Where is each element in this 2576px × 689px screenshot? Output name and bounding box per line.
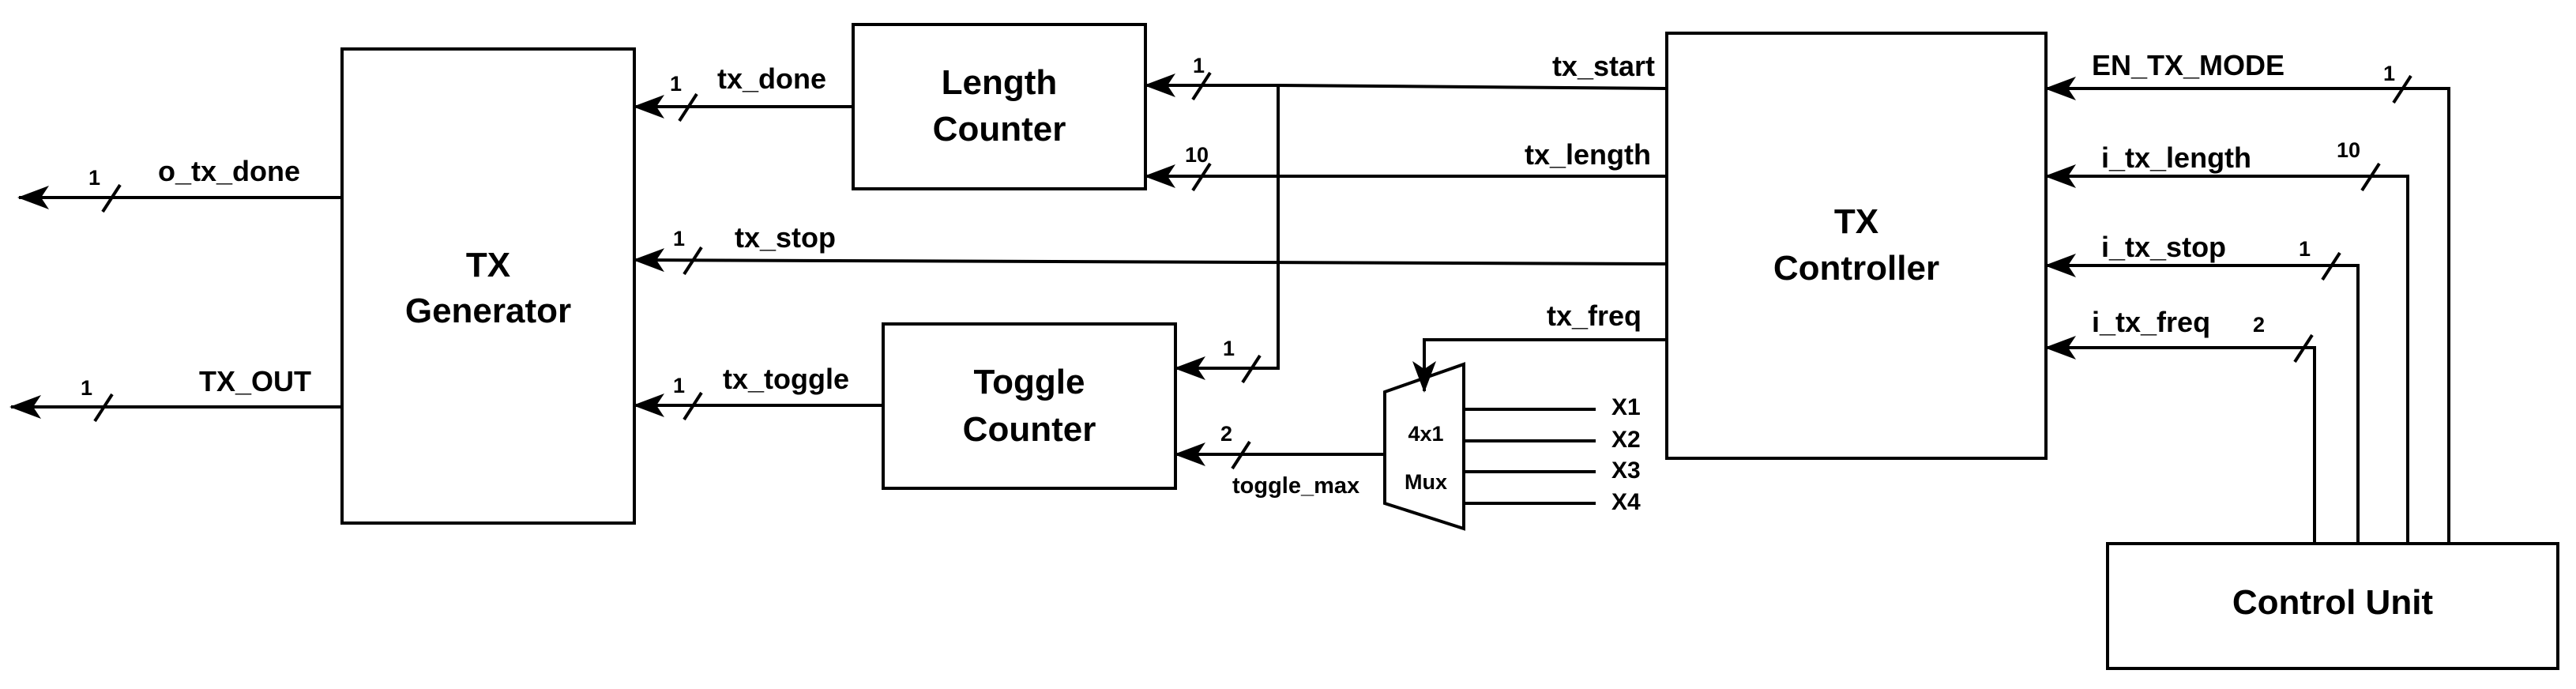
mux-input-x1: X1 [1611,394,1641,420]
wire-tx-done: 1 tx_done [633,62,853,122]
label-tx-start: tx_start [1552,50,1655,82]
wire-i-tx-stop: 1 i_tx_stop [2044,231,2360,544]
control-unit-block: Control Unit [2106,542,2559,670]
wire-i-tx-length: 10 i_tx_length [2044,138,2409,544]
tx-controller-label-line2: Controller [1773,249,1939,288]
width-tx-toggle: 1 [673,374,685,397]
label-o-tx-done: o_tx_done [158,155,300,187]
width-i-tx-length: 10 [2337,138,2360,162]
label-tx-out: TX_OUT [199,365,311,397]
mux-label-line2: Mux [1405,470,1447,494]
width-tx-length: 10 [1185,143,1209,167]
width-tx-start: 1 [1193,54,1205,77]
label-i-tx-freq: i_tx_freq [2092,306,2210,338]
width-en-tx-mode: 1 [2383,62,2395,85]
label-tx-done: tx_done [717,62,826,95]
wire-tx-toggle: 1 tx_toggle [633,363,883,421]
wire-tx-start: 1 tx_start [1144,50,1668,101]
label-i-tx-length: i_tx_length [2101,141,2251,174]
mux-label-line1: 4x1 [1408,422,1443,446]
width-tx-out: 1 [81,376,92,400]
width-i-tx-stop: 1 [2299,237,2311,261]
wire-tx-stop: 1 tx_stop [633,221,1668,276]
mux-input-x2: X2 [1611,427,1641,453]
label-tx-freq: tx_freq [1547,299,1641,332]
width-toggle-max: 2 [1220,422,1232,446]
mux-input-x3: X3 [1611,457,1641,484]
tx-controller-label-line1: TX [1834,202,1878,241]
label-tx-toggle: tx_toggle [723,363,849,395]
width-tx-stop: 1 [673,227,685,250]
tx-generator-label-line2: Generator [405,292,571,330]
wire-toggle-max: 2 toggle_max [1174,422,1385,499]
length-counter-label-line2: Counter [933,110,1066,149]
tx-controller-block: TX Controller [1665,32,2048,460]
mux-4x1: 4x1 Mux [1383,362,1465,531]
tx-generator-block: TX Generator [340,47,636,525]
width-tx-done: 1 [670,72,682,96]
control-unit-label: Control Unit [2232,583,2434,622]
tx-generator-label-line1: TX [466,246,510,284]
wire-tx-freq: tx_freq [1412,299,1667,393]
width-i-tx-freq: 2 [2253,313,2265,337]
length-counter-label-line1: Length [942,63,1058,102]
toggle-counter-label-line2: Counter [963,410,1096,449]
wire-tx-length: 10 tx_length [1144,138,1667,192]
toggle-counter-block: Toggle Counter [882,322,1177,490]
label-i-tx-stop: i_tx_stop [2101,231,2226,263]
wire-i-tx-freq: 2 i_tx_freq [2044,306,2316,544]
label-tx-stop: tx_stop [735,221,836,254]
mux-input-x4: X4 [1611,489,1641,515]
mux-inputs: X1 X2 X3 X4 [1464,394,1641,515]
length-counter-block: Length Counter [852,23,1147,190]
label-toggle-max: toggle_max [1232,473,1359,499]
wire-en-tx-mode: 1 EN_TX_MODE [2044,49,2450,544]
toggle-counter-label-line1: Toggle [974,363,1085,401]
label-tx-length: tx_length [1525,138,1651,171]
wire-tx-out: 1 TX_OUT [9,365,342,423]
wire-tx-start-to-toggle: 1 [1174,85,1280,384]
width-toggle-start: 1 [1223,337,1235,360]
wire-o-tx-done: 1 o_tx_done [17,155,342,213]
label-en-tx-mode: EN_TX_MODE [2092,49,2285,81]
width-o-tx-done: 1 [88,166,100,190]
